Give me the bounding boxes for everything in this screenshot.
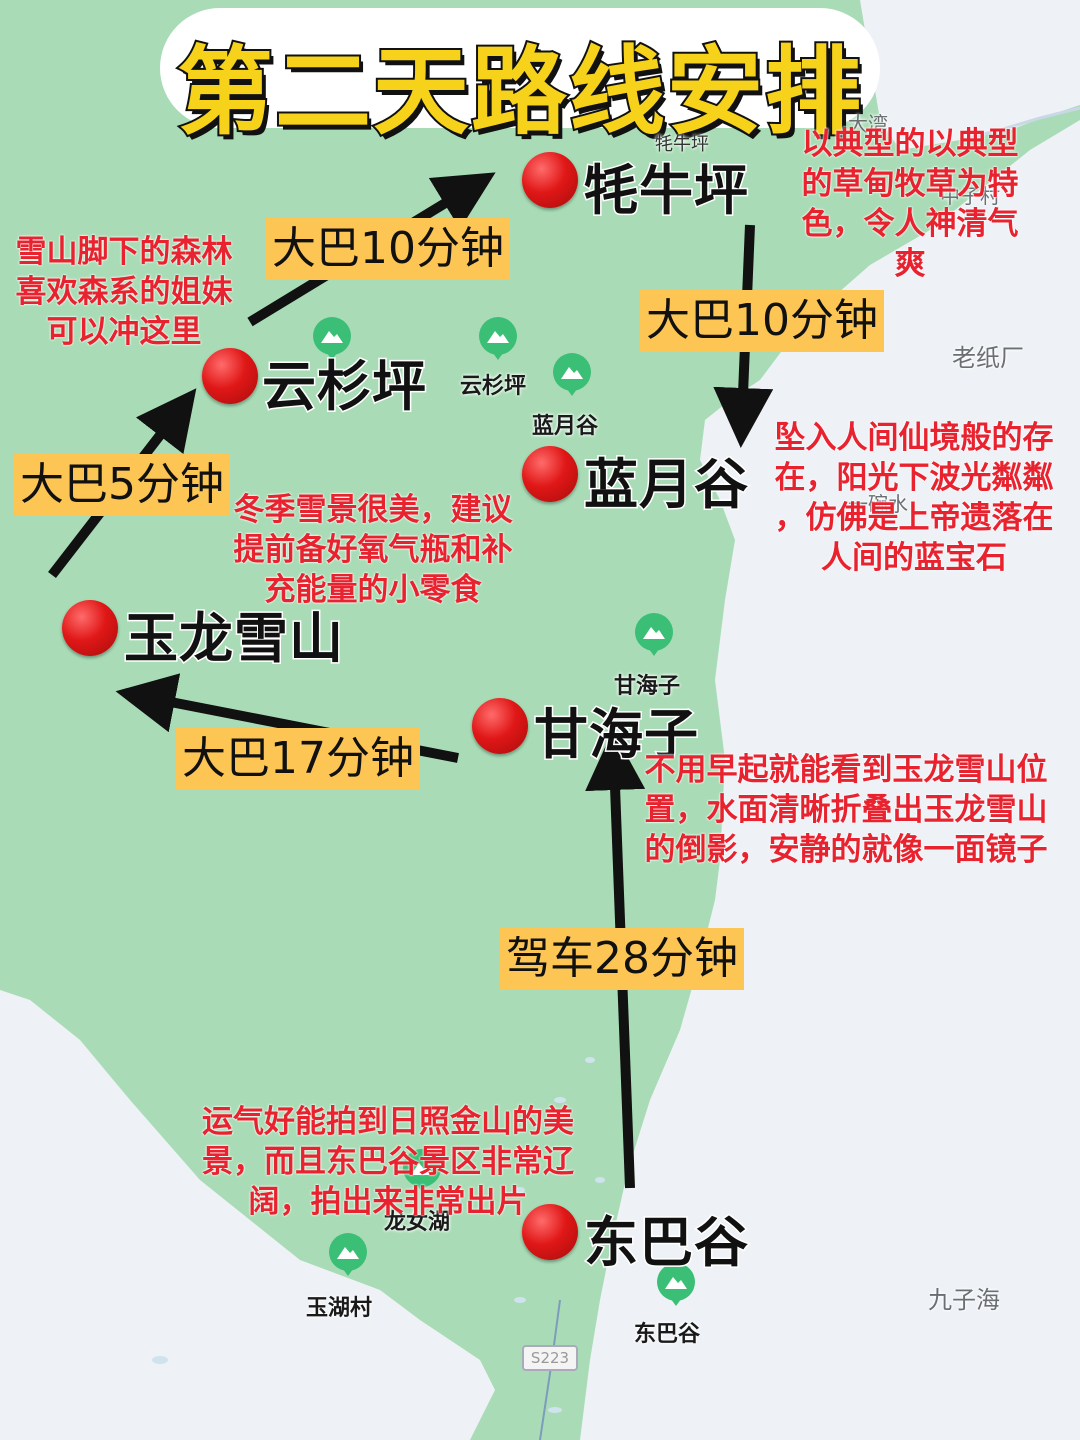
red-dot-icon <box>202 348 258 404</box>
stop-name-yunshanping: 云杉坪 <box>261 354 428 420</box>
scenic-pin-icon <box>313 317 351 360</box>
ponds <box>152 1057 605 1413</box>
note-yunshanping: 雪山脚下的森林 喜欢森系的姐妹 可以冲这里 <box>15 234 233 350</box>
red-dot-icon <box>62 600 118 656</box>
page-title: 第二天路线安排 <box>175 34 863 150</box>
river-line <box>959 106 1080 142</box>
stop-name-dongbagu: 东巴谷 <box>583 1210 750 1276</box>
note-yulongxueshan: 冬季雪景很美，建议 提前备好氧气瓶和补 充能量的小零食 <box>233 492 513 608</box>
scenic-pin-icon <box>635 613 673 656</box>
red-dot-icon <box>522 1204 578 1260</box>
note-dongbagu: 运气好能拍到日照金山的美 景，而且东巴谷景区非常辽 阔，拍出来非常出片 <box>202 1104 574 1220</box>
map-label-maoniuping-small: 牦牛坪 <box>655 134 709 155</box>
map-label-jiuzihai: 九子海 <box>928 1286 1000 1314</box>
note-lanyuegu: 坠入人间仙境般的存 在，阳光下波光粼粼 ，仿佛是上帝遗落在 人间的蓝宝石 <box>774 420 1054 576</box>
title-background <box>160 8 880 128</box>
duration-label: 大巴10分钟 <box>640 290 884 352</box>
scenic-pin-icon <box>329 1233 367 1276</box>
map-label-dawan: 大湾 <box>848 112 888 136</box>
duration-label: 大巴17分钟 <box>176 728 420 790</box>
map-label-yuhucun: 玉湖村 <box>306 1296 373 1321</box>
road-sign: S223 <box>522 1345 578 1371</box>
map-label-yiwanshui: 一碗水 <box>848 492 908 516</box>
red-dot-icon <box>472 698 528 754</box>
stop-name-lanyuegu: 蓝月谷 <box>583 452 750 518</box>
duration-label: 驾车28分钟 <box>500 928 744 990</box>
map-label-dongbagu: 东巴谷 <box>634 1322 701 1347</box>
stop-name-maoniuping: 牦牛坪 <box>583 158 750 224</box>
note-ganhaizi: 不用早起就能看到玉龙雪山位 置，水面清晰折叠出玉龙雪山 的倒影，安静的就像一面镜… <box>644 752 1048 868</box>
scenic-pin-icon <box>479 317 517 360</box>
duration-label: 大巴5分钟 <box>14 454 230 516</box>
note-maoniuping: 以典型的以典型 的草甸牧草为特 色，令人神清气 爽 <box>801 126 1019 282</box>
map-label-ganhaizi: 甘海子 <box>614 674 681 699</box>
red-dot-icon <box>522 446 578 502</box>
stop-name-ganhaizi: 甘海子 <box>533 702 700 768</box>
duration-label: 大巴10分钟 <box>266 218 510 280</box>
scenic-pin-icon <box>657 1263 695 1306</box>
map-label-laozhichang: 老纸厂 <box>952 344 1024 372</box>
scenic-pin-icon <box>553 353 591 396</box>
map-label-lanyuegu: 蓝月谷 <box>532 414 599 439</box>
red-dot-icon <box>522 152 578 208</box>
stop-name-yulongxueshan: 玉龙雪山 <box>123 606 345 672</box>
map-label-longnvhu: 龙女湖 <box>384 1210 451 1235</box>
map-label-yunshanping: 云杉坪 <box>460 374 527 399</box>
land-strip <box>470 1230 600 1440</box>
map-label-zhongzicun: 中子村 <box>940 184 1000 208</box>
scenic-pin-icon <box>403 1149 441 1192</box>
